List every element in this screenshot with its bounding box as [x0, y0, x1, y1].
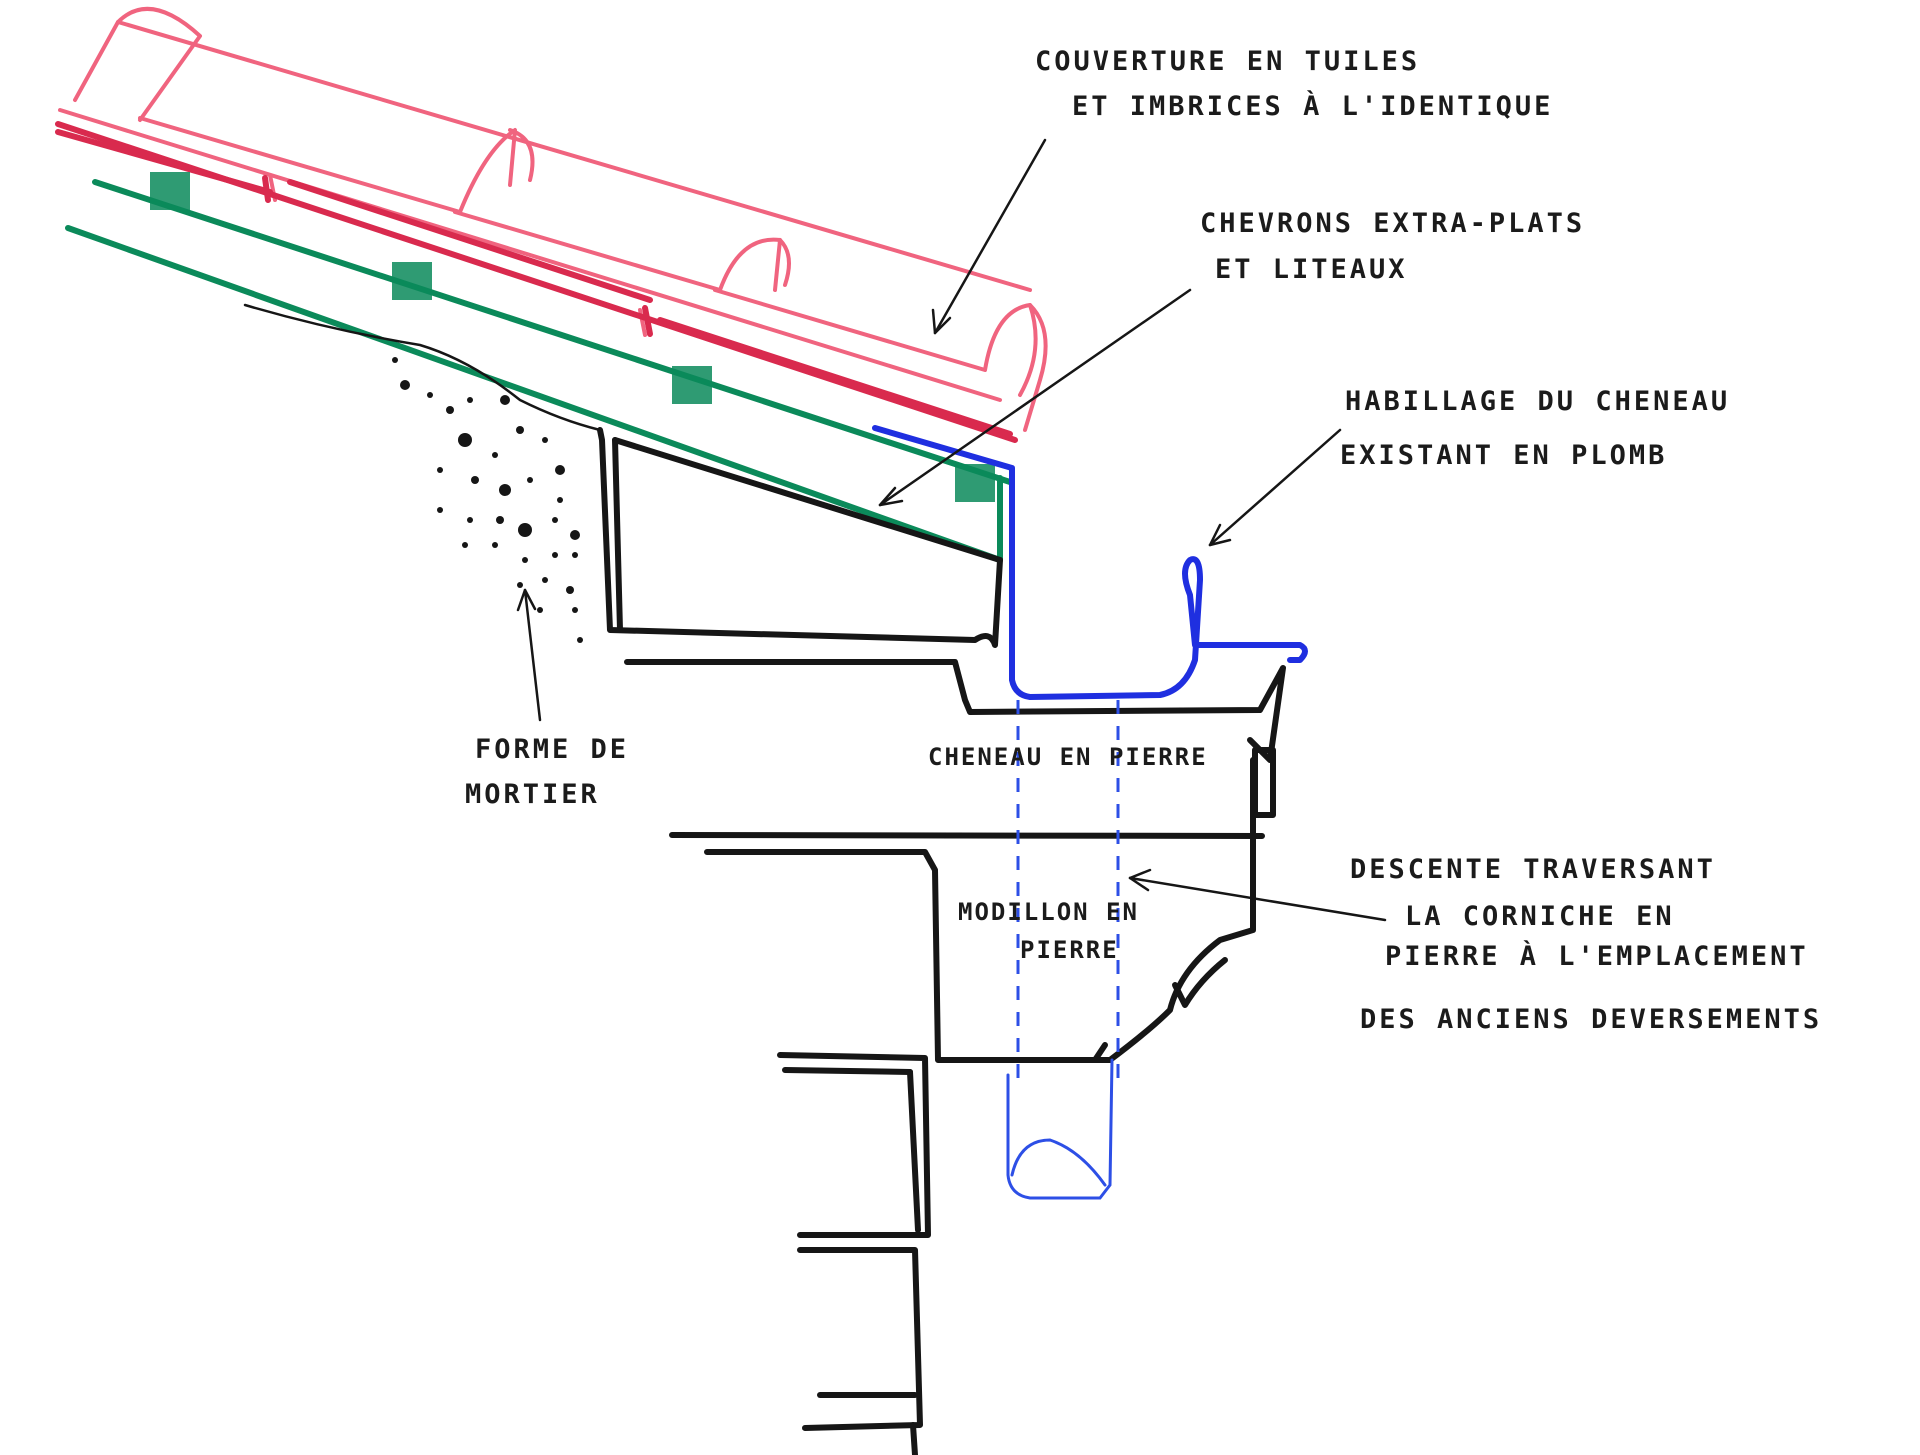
- label-descente: DESCENTE TRAVERSANT LA CORNICHE EN PIERR…: [1350, 854, 1822, 1035]
- leader-arrows: [516, 138, 1387, 922]
- label-modillon-line-2: PIERRE: [1020, 936, 1119, 964]
- label-descente-line-4: DES ANCIENS DEVERSEMENTS: [1360, 1004, 1822, 1035]
- label-chevrons-line-2: ET LITEAUX: [1215, 254, 1408, 285]
- label-descente-line-3: PIERRE À L'EMPLACEMENT: [1385, 940, 1809, 972]
- label-descente-line-1: DESCENTE TRAVERSANT: [1350, 854, 1716, 885]
- label-modillon: MODILLON EN PIERRE: [958, 898, 1139, 964]
- rafters-and-battens: [65, 172, 1013, 563]
- label-habillage-line-1: HABILLAGE DU CHENEAU: [1345, 386, 1730, 417]
- roof-tiles: [58, 7, 1048, 432]
- label-descente-line-2: LA CORNICHE EN: [1405, 901, 1675, 932]
- label-habillage: HABILLAGE DU CHENEAU EXISTANT EN PLOMB: [1340, 386, 1730, 471]
- label-couverture: COUVERTURE EN TUILES ET IMBRICES À L'IDE…: [1035, 46, 1553, 122]
- label-cheneau: CHENEAU EN PIERRE: [928, 743, 1208, 771]
- mortar-bed: [243, 303, 602, 643]
- label-forme-mortier: FORME DE MORTIER: [465, 734, 629, 810]
- label-forme-line-2: MORTIER: [465, 779, 600, 810]
- batten-4: [955, 464, 995, 502]
- tile-underside: [55, 121, 1018, 443]
- label-couverture-line-2: ET IMBRICES À L'IDENTIQUE: [1072, 90, 1553, 122]
- batten-1: [150, 172, 190, 210]
- batten-3: [672, 366, 712, 404]
- label-chevrons: CHEVRONS EXTRA-PLATS ET LITEAUX: [1200, 208, 1585, 285]
- label-modillon-line-1: MODILLON EN: [958, 898, 1139, 926]
- batten-2: [392, 262, 432, 300]
- lead-lining: [872, 425, 1308, 700]
- label-forme-line-1: FORME DE: [475, 734, 629, 765]
- label-chevrons-line-1: CHEVRONS EXTRA-PLATS: [1200, 208, 1585, 239]
- label-couverture-line-1: COUVERTURE EN TUILES: [1035, 46, 1420, 77]
- masonry: [597, 427, 1286, 1455]
- label-habillage-line-2: EXISTANT EN PLOMB: [1340, 440, 1667, 471]
- downpipe: [1006, 700, 1120, 1200]
